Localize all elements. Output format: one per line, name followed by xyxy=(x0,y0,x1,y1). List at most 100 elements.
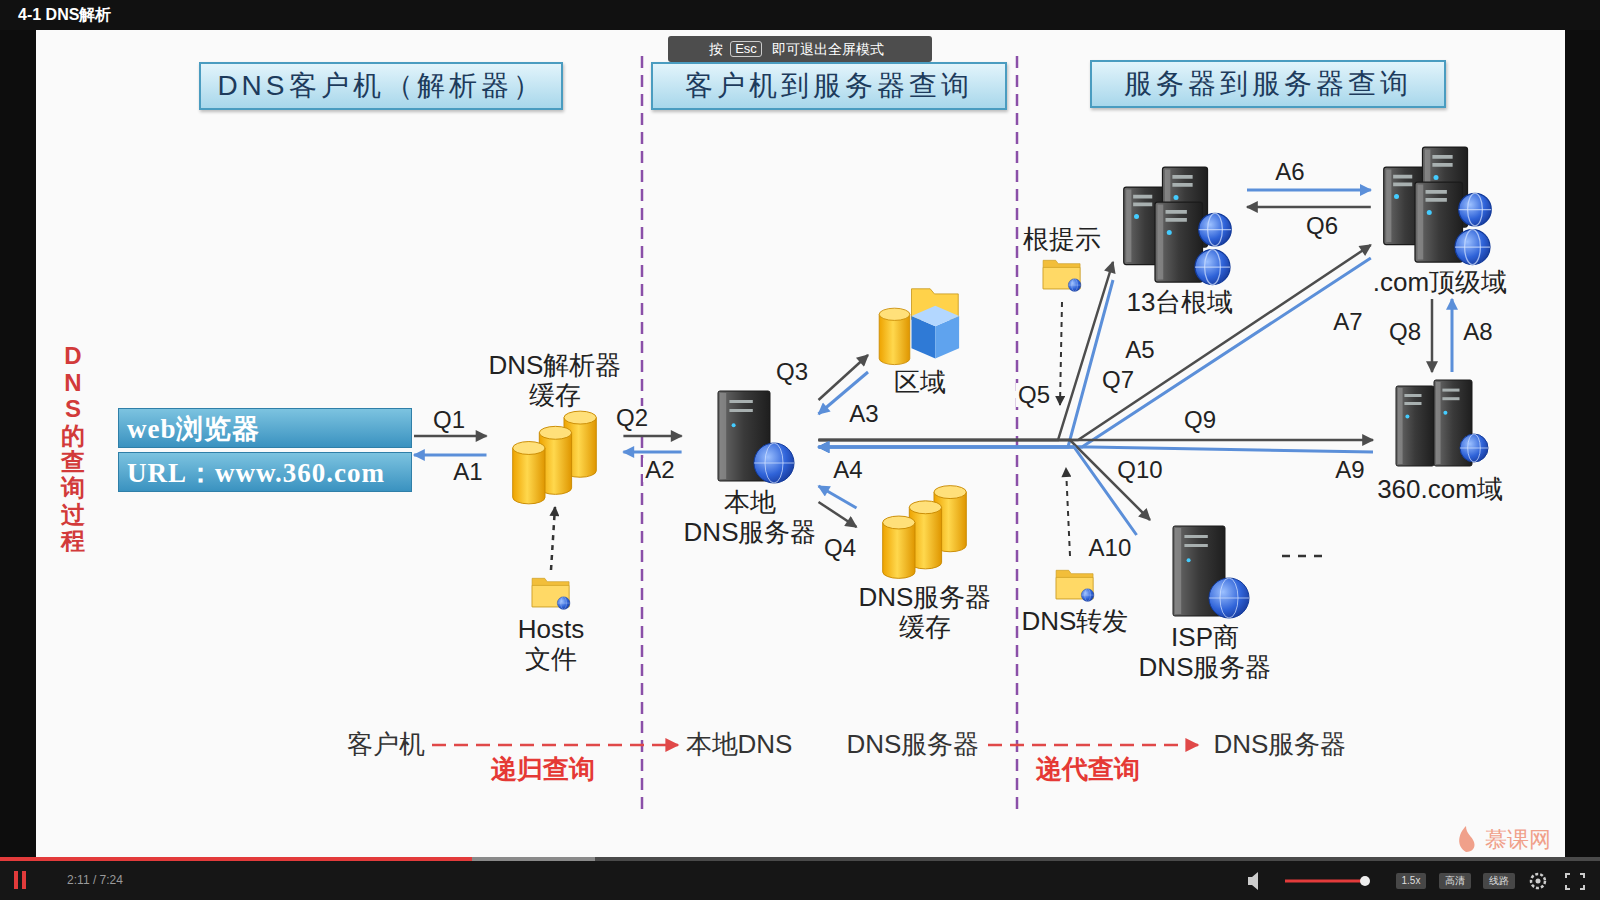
node-label: ISP商 DNS服务器 xyxy=(1139,622,1272,682)
edge-label: A9 xyxy=(1333,458,1366,482)
query-arrow xyxy=(819,245,1371,440)
watermark-flame xyxy=(1459,826,1474,852)
query-type: 递代查询 xyxy=(1036,755,1140,785)
toast-text: 按 xyxy=(709,41,723,57)
title-bar xyxy=(0,0,1600,30)
node-label: 根提示 xyxy=(1023,224,1101,254)
query-type: 递归查询 xyxy=(491,755,595,785)
node-label: Hosts 文件 xyxy=(518,614,584,674)
edge-label: A2 xyxy=(643,458,676,482)
speed-button: 1.5x xyxy=(1396,873,1427,889)
node-label: DNS解析器 缓存 xyxy=(489,350,622,410)
edge-label: Q1 xyxy=(431,408,467,432)
edge-label: Q4 xyxy=(822,536,858,560)
server-icon xyxy=(1155,522,1255,622)
cluster-icon xyxy=(1115,162,1245,287)
root-hints: 根提示 xyxy=(1021,222,1103,298)
divider xyxy=(1016,56,1019,812)
edge-label: A1 xyxy=(451,460,484,484)
zone-icon xyxy=(870,282,970,367)
quality-button: 高清 xyxy=(1439,873,1471,889)
progress-track xyxy=(0,857,1600,861)
settings-icon xyxy=(1531,874,1545,888)
pause-icon xyxy=(14,871,18,889)
header-text: DNS客户机（解析器） xyxy=(217,70,544,102)
edge-label: A3 xyxy=(847,402,880,426)
row-label: DNS服务器 xyxy=(1214,730,1347,760)
key-badge: Esc xyxy=(730,41,762,58)
browser-band: web浏览器 xyxy=(118,408,412,448)
db-icon xyxy=(877,482,972,582)
slide xyxy=(36,30,1565,860)
edge-label: Q8 xyxy=(1387,320,1423,344)
query-arrow xyxy=(1431,299,1434,372)
edge-label: Q2 xyxy=(614,406,650,430)
volume-slider xyxy=(1285,880,1365,883)
leader-line xyxy=(1060,302,1062,405)
side-title: DNS的查询过程 xyxy=(61,343,85,554)
local-dns-server: 本地 DNS服务器 xyxy=(682,385,819,549)
answer-arrow xyxy=(819,280,1114,447)
player-bar xyxy=(0,860,1600,900)
node-label: DNS服务器 缓存 xyxy=(859,582,992,642)
folder-icon xyxy=(1037,254,1087,296)
answer-arrow xyxy=(623,451,681,454)
node-label: .com顶级域 xyxy=(1373,267,1507,297)
recursive-arrow xyxy=(432,744,678,747)
query-arrow xyxy=(623,435,681,438)
row-label: DNS服务器 xyxy=(847,730,980,760)
edge-label: Q5 xyxy=(1016,383,1052,407)
node-label: 区域 xyxy=(894,367,946,397)
query-arrow xyxy=(819,262,1114,440)
progress-buffer xyxy=(0,857,595,861)
row-label: 本地DNS xyxy=(686,730,793,760)
answer-arrow xyxy=(819,447,1137,535)
progress-played xyxy=(0,857,472,861)
edge-label: Q9 xyxy=(1182,408,1218,432)
section-header: DNS客户机（解析器） xyxy=(199,62,562,110)
pause-icon xyxy=(22,871,26,889)
query-arrow xyxy=(819,440,1151,520)
db-icon xyxy=(507,410,602,505)
isp-dns-server: ISP商 DNS服务器 xyxy=(1137,520,1274,684)
pair-icon xyxy=(1375,374,1505,474)
folder-icon xyxy=(1050,564,1100,606)
root-servers: 13台根域 xyxy=(1113,160,1247,319)
time-display: 2:11 / 7:24 xyxy=(67,874,123,888)
settings-icon xyxy=(1536,879,1541,884)
server-cache: DNS服务器 缓存 xyxy=(857,480,994,644)
resolver-cache: DNS解析器 缓存 xyxy=(487,348,624,507)
node-label: 13台根域 xyxy=(1127,287,1234,317)
server-icon xyxy=(700,387,800,487)
answer-arrow xyxy=(819,258,1371,447)
browser-band: URL：www.360.com xyxy=(118,452,412,492)
folder-icon xyxy=(526,572,576,614)
row-label: 客户机 xyxy=(347,730,425,760)
divider xyxy=(641,56,644,812)
edge-label: A6 xyxy=(1273,160,1306,184)
hosts-file: Hosts 文件 xyxy=(516,570,586,676)
zone-store: 区域 xyxy=(868,280,972,399)
route-button: 线路 xyxy=(1483,873,1515,889)
tld-servers: .com顶级域 xyxy=(1371,140,1509,299)
browser-panel: web浏览器URL：www.360.com xyxy=(116,404,414,496)
edge-label: A10 xyxy=(1087,536,1134,560)
edge-label: Q10 xyxy=(1115,458,1164,482)
iterative-arrow xyxy=(988,744,1198,747)
edge-label: A4 xyxy=(831,458,864,482)
query-arrow xyxy=(1247,206,1371,209)
answer-arrow xyxy=(414,454,487,457)
query-arrow xyxy=(414,435,487,438)
node-label: DNS转发 xyxy=(1022,606,1129,636)
domain-servers: 360.com域 xyxy=(1373,372,1507,506)
node-label: 本地 DNS服务器 xyxy=(684,487,817,547)
section-header: 客户机到服务器查询 xyxy=(651,62,1007,110)
edge-label: Q6 xyxy=(1304,214,1340,238)
edge-label: A8 xyxy=(1461,320,1494,344)
cluster-icon xyxy=(1375,142,1505,267)
toast-text: 即可退出全屏模式 xyxy=(772,41,884,57)
watermark: 慕课网 xyxy=(1485,827,1551,852)
dns-forwarder: DNS转发 xyxy=(1020,562,1131,638)
